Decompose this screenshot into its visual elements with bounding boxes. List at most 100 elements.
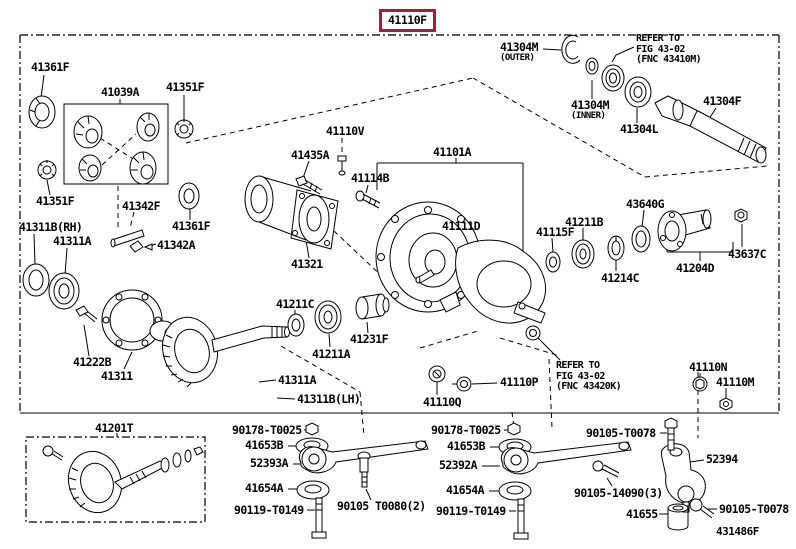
part-label-41231f: 41231F [350,332,389,346]
part-gear-41351F-left [38,160,56,179]
part-label-41361f: 41361F [31,60,70,74]
part-label-41311: 41311 [101,369,133,383]
part-label-90105-t0080-2-: 90105 T0080(2) [337,499,426,513]
part-label-41361f: 41361F [172,219,211,233]
part-pitman-arm-left-assembly [296,423,428,538]
part-label-90119-t0149: 90119-T0149 [436,504,506,518]
part-bolt-90105-T0078-bottom [690,499,714,518]
part-label-41110m: 41110M [716,375,755,389]
part-ring-gear-41311 [155,311,224,389]
part-bolt-90105-14090 [593,461,619,477]
part-label-90105-t0078: 90105-T0078 [719,502,789,516]
part-label-52394: 52394 [706,452,738,466]
part-label-41201t: 41201T [95,421,134,435]
diff-kit-box-41201T [26,437,205,522]
part-bolt-fnc-43420K [526,326,540,340]
part-label-sub: (INNER) [571,111,606,121]
part-label-41110q: 41110Q [423,395,462,409]
part-bolt-41110Q [429,366,445,382]
part-bolt-41435A [296,176,322,194]
part-stud-41111D [416,270,434,283]
part-companion-flange-41204D [658,210,711,251]
part-label-41311b-lh-: 41311B(LH) [297,392,361,406]
part-label-41110p: 41110P [500,375,539,389]
figure-number: 41110F [388,13,427,27]
part-spider-gears-41039A [74,113,159,184]
part-label-41311a: 41311A [53,234,92,248]
part-washer-41115F [546,252,560,272]
part-label-41311a: 41311A [278,373,317,387]
part-label-41321: 41321 [291,257,323,271]
part-label-41653b: 41653B [447,439,486,453]
part-label-41222b: 41222B [73,355,112,369]
refer-note-line: REFER TO [556,360,600,371]
part-knuckle-52394 [661,418,705,512]
part-diff-gear-kit-41201T [43,444,203,519]
part-label-90178-t0025: 90178-T0025 [431,423,501,437]
part-label-52393a: 52393A [250,456,289,470]
part-diff-carrier-41311 [102,290,177,350]
part-pitman-arm-right-assembly [499,423,631,539]
part-label-41653b: 41653B [245,438,284,452]
main-diagram-border [20,35,779,413]
part-label-43637c: 43637C [728,247,767,261]
refer-note-line: (FNC 43420K) [556,381,622,392]
part-label-90119-t0149: 90119-T0149 [234,503,304,517]
part-bearing-43640G [632,226,650,252]
part-label-41211c: 41211C [276,297,315,311]
part-label-41214c: 41214C [601,271,640,285]
part-label-sub: (OUTER) [500,53,535,63]
part-label-41304m: 41304M(OUTER) [500,40,539,63]
part-washer-41214C [608,236,624,260]
refer-note-line: (FNC 43410M) [636,54,702,65]
part-label-41211a: 41211A [312,347,351,361]
part-snap-ring-41361F-top [29,96,55,128]
part-spacer-41231F [356,294,389,319]
exploded-view-dashed-lines [100,78,767,438]
part-label-41304l: 41304L [620,122,659,136]
part-label-90178-t0025: 90178-T0025 [232,423,302,437]
refer-note-line: FIG 43-02 [636,43,685,55]
part-label-90105-14090-3-: 90105-14090(3) [574,486,663,500]
part-gear-41351F-top [175,119,193,138]
part-label-90105-t0078: 90105-T0078 [586,426,656,440]
part-label-41115f: 41115F [536,225,575,239]
part-label-43640g: 43640G [626,197,665,211]
part-label-41351f: 41351F [36,194,75,208]
part-label-41342f: 41342F [122,199,161,213]
part-label-41304f: 41304F [703,94,742,108]
part-plug-41110P [452,377,471,391]
part-bearing-41211A [315,301,341,333]
part-label-41211b: 41211B [565,215,604,229]
part-bearing-41311A-left [49,273,79,309]
part-label-41110v: 41110V [326,124,365,138]
part-shaft-assembly-41304 [562,35,766,163]
part-bolt-41110M [720,398,732,410]
part-label-41654a: 41654A [245,481,284,495]
part-bushing-41655 [668,504,688,530]
part-breather-plug-41110V [338,156,346,175]
part-pinion-shaft [212,326,290,352]
part-nut-41110N [693,377,707,391]
part-label-41311b-rh-: 41311B(RH) [19,220,83,234]
part-bolt-41222B [76,306,97,322]
part-label-41110n: 41110N [689,360,728,374]
part-clip-41342A [130,241,143,252]
page-code: 431486F [716,525,759,538]
part-label-41204d: 41204D [676,261,715,275]
part-ring-41361F-right [179,183,199,209]
part-washer-41211C [288,314,304,336]
part-label-41101a: 41101A [433,145,472,159]
part-front-diff-case [440,240,546,323]
part-label-41114b: 41114B [351,171,390,185]
part-bearing-41211B [572,240,594,268]
gear-kit-box-41039A [64,104,168,184]
refer-note-line: REFER TO [636,33,680,44]
part-pin-41342F [111,230,144,247]
part-nut-43637C [735,209,747,222]
part-label-41342a: 41342A [157,238,196,252]
figure-number-badge: 41110F [379,9,436,32]
